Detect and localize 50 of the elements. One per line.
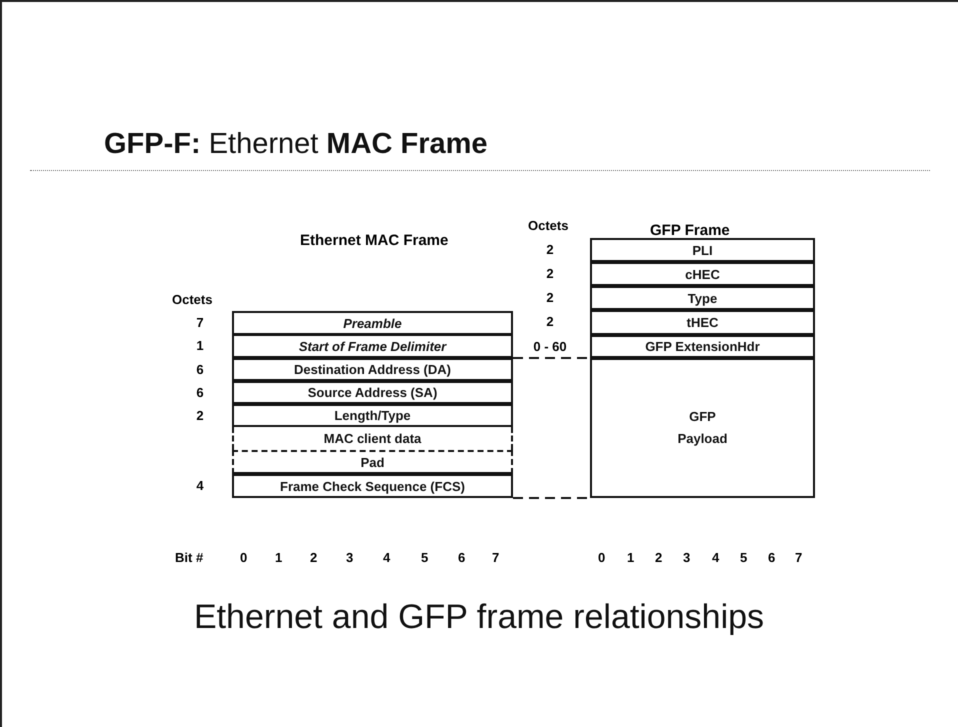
octet-count: 2 bbox=[545, 266, 555, 281]
frame-field: Start of Frame Delimiter bbox=[232, 334, 513, 358]
caption: Ethernet and GFP frame relationships bbox=[192, 598, 766, 637]
axis-label: Bit # bbox=[175, 550, 204, 565]
bit-number: 6 bbox=[768, 550, 776, 565]
frame-field: Pad bbox=[232, 450, 513, 474]
bit-number: 4 bbox=[383, 550, 390, 565]
octet-count: 2 bbox=[545, 242, 555, 257]
bit-number: 1 bbox=[275, 550, 282, 565]
bit-number: 7 bbox=[795, 550, 802, 565]
bit-number: 5 bbox=[740, 550, 748, 565]
bit-number: 4 bbox=[712, 550, 720, 565]
octet-count: 0 - 60 bbox=[532, 339, 568, 354]
bit-number: 3 bbox=[346, 550, 354, 565]
bit-number: 3 bbox=[683, 550, 690, 565]
octet-count: 1 bbox=[195, 338, 205, 353]
bit-number: 1 bbox=[627, 550, 634, 565]
bit-number: 6 bbox=[458, 550, 466, 565]
octet-count: 2 bbox=[195, 408, 205, 423]
octet-count: 4 bbox=[195, 478, 205, 493]
frame-field: MAC client data bbox=[232, 427, 513, 450]
frame-field: tHEC bbox=[590, 310, 815, 335]
bit-number: 0 bbox=[598, 550, 606, 565]
slide-title: GFP-F: Ethernet MAC Frame bbox=[104, 128, 488, 161]
frame-field: PLI bbox=[590, 238, 815, 262]
bit-number: 5 bbox=[421, 550, 428, 565]
frame-field: Frame Check Sequence (FCS) bbox=[232, 474, 513, 498]
octet-count: 2 bbox=[545, 314, 555, 329]
octet-count: 6 bbox=[195, 385, 205, 400]
frame-heading: Ethernet MAC Frame bbox=[300, 232, 448, 249]
frame-field: Destination Address (DA) bbox=[232, 358, 513, 381]
column-heading: Octets bbox=[172, 292, 212, 307]
frame-field: cHEC bbox=[590, 262, 815, 286]
mapping-line bbox=[513, 497, 590, 499]
mapping-line bbox=[513, 357, 590, 359]
payload-field: GFP Payload bbox=[590, 358, 815, 498]
octet-count: 6 bbox=[195, 362, 205, 377]
bit-number: 2 bbox=[310, 550, 318, 565]
bit-number: 2 bbox=[655, 550, 662, 565]
bit-number: 7 bbox=[492, 550, 500, 565]
bit-number: 0 bbox=[240, 550, 248, 565]
frame-field: Source Address (SA) bbox=[232, 381, 513, 404]
column-heading: Octets bbox=[528, 218, 568, 233]
frame-field: Length/Type bbox=[232, 404, 513, 427]
frame-heading: GFP Frame bbox=[650, 222, 730, 239]
frame-field: Preamble bbox=[232, 311, 513, 335]
octet-count: 2 bbox=[545, 290, 555, 305]
octet-count: 7 bbox=[195, 315, 205, 330]
frame-field: Type bbox=[590, 286, 815, 310]
frame-field: GFP ExtensionHdr bbox=[590, 335, 815, 358]
